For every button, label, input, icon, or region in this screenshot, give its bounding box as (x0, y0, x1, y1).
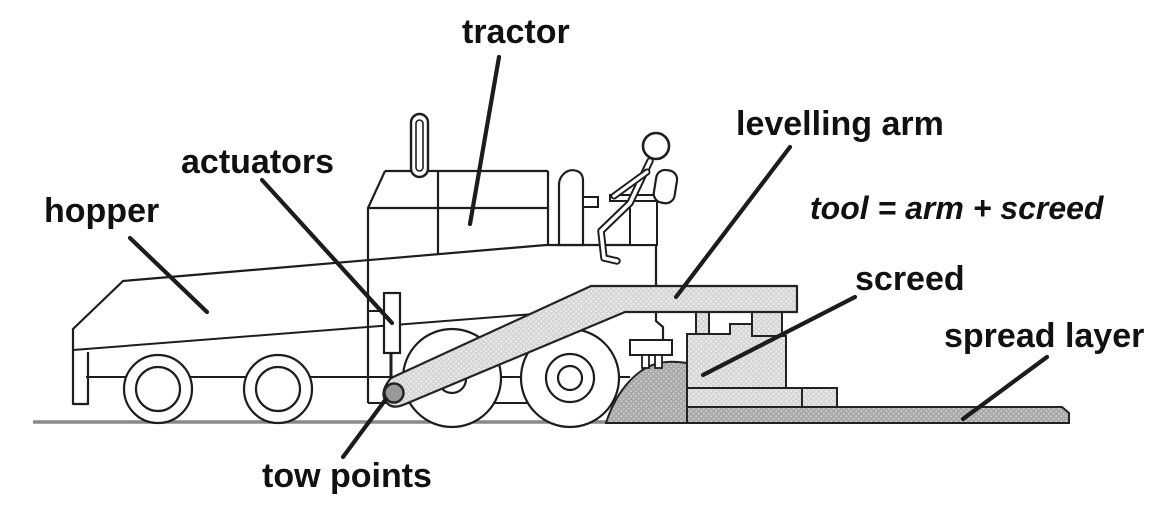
leader-spread-layer (960, 354, 1050, 422)
leader-tractor (467, 54, 502, 227)
console-handle (582, 196, 599, 208)
label-levelling-arm: levelling arm (736, 105, 944, 143)
leader-tow-points (340, 396, 389, 460)
tow-point-marker (383, 382, 405, 404)
leader-hopper (127, 235, 210, 315)
leader-levelling-arm (673, 144, 793, 300)
leader-screed (700, 294, 858, 378)
leader-actuators (259, 177, 395, 326)
spread-layer-shape (639, 406, 1070, 424)
hopper-wheels (122, 353, 314, 425)
label-tractor: tractor (462, 13, 570, 51)
material-mound (604, 360, 688, 424)
actuator-shape (368, 291, 402, 379)
operator-head (641, 131, 671, 161)
hopper-rim-line (72, 311, 561, 351)
step-bracket (629, 339, 673, 369)
label-hopper: hopper (44, 192, 160, 230)
operator-figure (597, 131, 671, 265)
label-formula: tool = arm + screed (810, 190, 1104, 226)
operator-seat (609, 168, 679, 246)
screed-shape (686, 309, 838, 408)
label-tow-points: tow points (262, 457, 432, 495)
label-actuators: actuators (181, 143, 335, 181)
exhaust-stack-icon (409, 112, 430, 179)
label-screed: screed (855, 260, 965, 298)
hopper-shape (71, 243, 547, 406)
rear-hook-bracket (654, 313, 665, 340)
steering-console (557, 169, 585, 247)
label-spread-layer: spread layer (944, 317, 1145, 355)
